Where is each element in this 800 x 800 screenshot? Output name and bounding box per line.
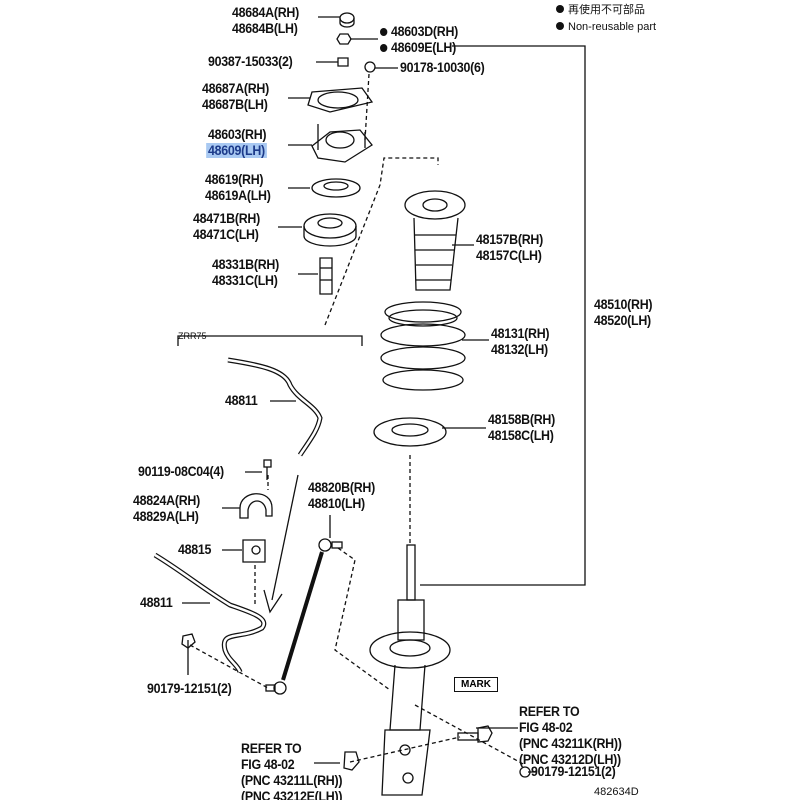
stabilizer-bar-lower — [153, 552, 267, 673]
label-bracket[interactable]: 48824A(RH)48829A(LH) — [133, 493, 200, 524]
cap-nut — [337, 57, 349, 67]
label-plate[interactable]: 48687A(RH)48687B(LH) — [202, 81, 269, 112]
label-bushing[interactable]: 48815 — [178, 542, 212, 557]
legend: 再使用不可部品 Non-reusable part — [556, 2, 656, 36]
label-cap[interactable]: 48684A(RH)48684B(LH) — [232, 5, 299, 36]
bushing — [242, 539, 266, 563]
support-mount — [311, 124, 373, 163]
label-stab-lower[interactable]: 48811 — [140, 595, 173, 610]
dashed-guides — [189, 73, 526, 766]
leader-lines — [177, 16, 586, 773]
plate — [307, 87, 374, 113]
legend-en: Non-reusable part — [568, 21, 657, 33]
label-stab-upper[interactable]: 48811 — [225, 393, 258, 408]
label-nut2-left[interactable]: 90179-12151(2) — [147, 681, 232, 696]
label-nut6[interactable]: 90178-10030(6) — [400, 60, 485, 75]
bump-stopper — [319, 257, 333, 295]
mark-box: MARK — [454, 677, 498, 692]
non-reusable-icon — [380, 44, 388, 52]
label-boot[interactable]: 48157B(RH)48157C(LH) — [476, 232, 543, 263]
figure-id: 482634D — [594, 786, 639, 798]
highlighted-part[interactable]: 48609(LH) — [206, 143, 267, 158]
bracket — [239, 493, 273, 519]
label-cap-nut[interactable]: 90387-15033(2) — [208, 54, 293, 69]
label-strut[interactable]: 48510(RH)48520(LH) — [594, 297, 653, 328]
label-link[interactable]: 48820B(RH)48810(LH) — [308, 480, 375, 511]
label-insulator[interactable]: 48471B(RH)48471C(LH) — [193, 211, 260, 242]
arrow — [263, 474, 299, 614]
coil-spring — [380, 301, 466, 391]
bolt — [457, 725, 493, 743]
lower-insulator — [373, 417, 447, 447]
label-nut2-right[interactable]: 90179-12151(2) — [531, 764, 616, 779]
legend-jp: 再使用不可部品 — [568, 4, 645, 16]
top-nut — [336, 33, 352, 45]
label-spring[interactable]: 48131(RH)48132(LH) — [491, 326, 550, 357]
bullet-icon — [556, 22, 564, 30]
stabilizer-link — [265, 538, 343, 695]
label-zrr: ZRR75 — [178, 331, 207, 341]
bullet-icon — [556, 5, 564, 13]
nut-small — [364, 61, 376, 73]
label-bumper[interactable]: 48331B(RH)48331C(LH) — [212, 257, 279, 288]
label-support[interactable]: 48603(RH)48609(LH) — [206, 127, 267, 158]
label-lower-insulator[interactable]: 48158B(RH)48158C(LH) — [488, 412, 555, 443]
label-bolt4[interactable]: 90119-08C04(4) — [138, 464, 224, 479]
strut-assembly — [369, 544, 451, 796]
dust-boot — [404, 190, 466, 291]
label-bearing[interactable]: 48619(RH)48619A(LH) — [205, 172, 271, 203]
top-cap — [339, 12, 355, 28]
label-nut-top[interactable]: 48603D(RH)48609E(LH) — [380, 24, 458, 56]
non-reusable-icon — [380, 28, 388, 36]
